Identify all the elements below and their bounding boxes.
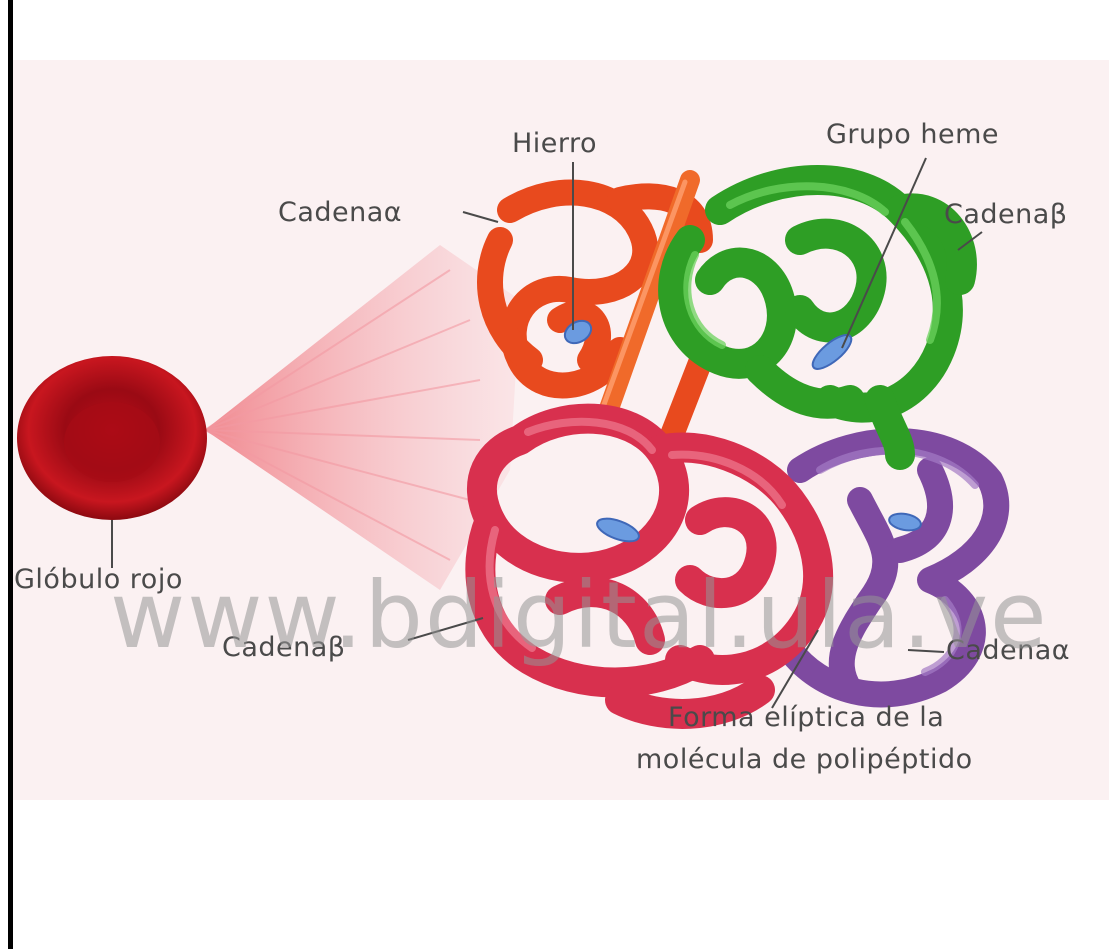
label-grupo-heme: Grupo heme xyxy=(826,121,999,148)
label-hierro: Hierro xyxy=(512,130,597,157)
label-forma-line2: molécula de polipéptido xyxy=(636,746,973,773)
label-cadena-alfa-top: Cadenaα xyxy=(278,199,402,226)
beta-chain-top xyxy=(673,180,962,455)
label-cadena-beta-top: Cadenaβ xyxy=(944,201,1068,228)
watermark: www.bdigital.ula.ve xyxy=(110,570,1049,662)
label-forma-line1: Forma elíptica de la xyxy=(668,704,944,731)
